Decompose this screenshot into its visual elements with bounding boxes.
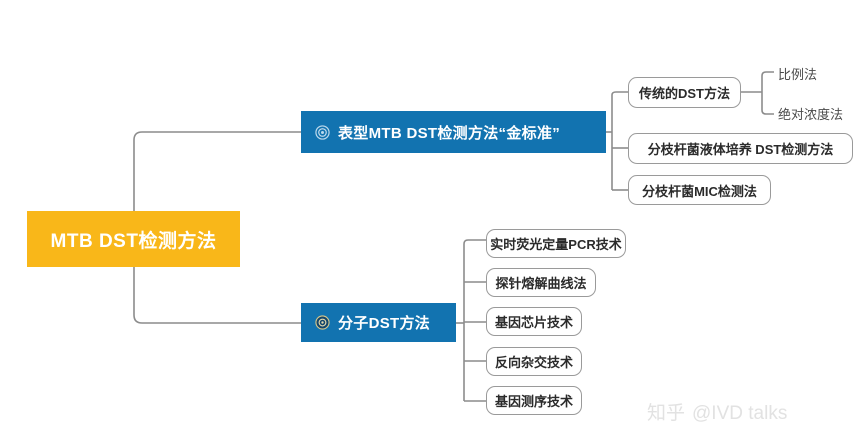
leaf-node-reverse-hybridization-label: 反向杂交技术 — [495, 355, 574, 370]
leaf-node-liquid-culture[interactable]: 分枝杆菌液体培养 DST检测方法 — [628, 133, 853, 164]
leaf-node-gene-sequencing[interactable]: 基因测序技术 — [486, 386, 582, 415]
branch-node-phenotypic-label: 表型MTB DST检测方法“金标准” — [338, 124, 561, 142]
branch-node-molecular[interactable]: 分子DST方法 — [301, 303, 456, 342]
leaf-node-traditional-dst[interactable]: 传统的DST方法 — [628, 77, 741, 108]
leaf-node-mic-label: 分枝杆菌MIC检测法 — [642, 183, 757, 199]
watermark-handle: @IVD talks — [692, 403, 788, 424]
leaf-node-proportion-method[interactable]: 比例法 — [778, 63, 817, 83]
leaf-node-gene-sequencing-label: 基因测序技术 — [495, 394, 574, 409]
leaf-node-gene-chip[interactable]: 基因芯片技术 — [486, 307, 582, 336]
leaf-node-proportion-method-label: 比例法 — [778, 66, 818, 82]
leaf-node-traditional-dst-label: 传统的DST方法 — [639, 86, 731, 101]
bullseye-icon — [315, 315, 330, 330]
wire-to-qpcr — [463, 239, 486, 245]
wire-root-to-phenotypic — [133, 131, 301, 211]
wire-to-abs-conc — [761, 109, 774, 115]
root-node[interactable]: MTB DST检测方法 — [27, 211, 240, 267]
wire-root-to-molecular — [133, 267, 301, 324]
bullseye-icon — [315, 124, 330, 140]
leaf-node-qpcr[interactable]: 实时荧光定量PCR技术 — [486, 229, 626, 258]
branch-node-phenotypic[interactable]: 表型MTB DST检测方法“金标准” — [301, 111, 606, 153]
root-node-label: MTB DST检测方法 — [50, 230, 217, 252]
branch-node-molecular-label: 分子DST方法 — [338, 315, 431, 332]
leaf-node-absolute-concentration-label: 绝对浓度法 — [778, 106, 844, 122]
leaf-node-probe-melting-label: 探针熔解曲线法 — [495, 276, 587, 291]
leaf-node-qpcr-label: 实时荧光定量PCR技术 — [490, 237, 622, 252]
leaf-node-reverse-hybridization[interactable]: 反向杂交技术 — [486, 347, 582, 376]
leaf-node-mic[interactable]: 分枝杆菌MIC检测法 — [628, 175, 771, 205]
leaf-node-gene-chip-label: 基因芯片技术 — [495, 315, 574, 330]
wire-to-traditional — [611, 91, 628, 96]
watermark-site: 知乎 — [647, 403, 686, 424]
wire-to-proportion — [761, 71, 774, 77]
watermark: 知乎 @IVD talks — [647, 398, 787, 425]
leaf-node-liquid-culture-label: 分枝杆菌液体培养 DST检测方法 — [647, 142, 834, 157]
leaf-node-absolute-concentration[interactable]: 绝对浓度法 — [778, 103, 843, 123]
leaf-node-probe-melting[interactable]: 探针熔解曲线法 — [486, 268, 596, 297]
